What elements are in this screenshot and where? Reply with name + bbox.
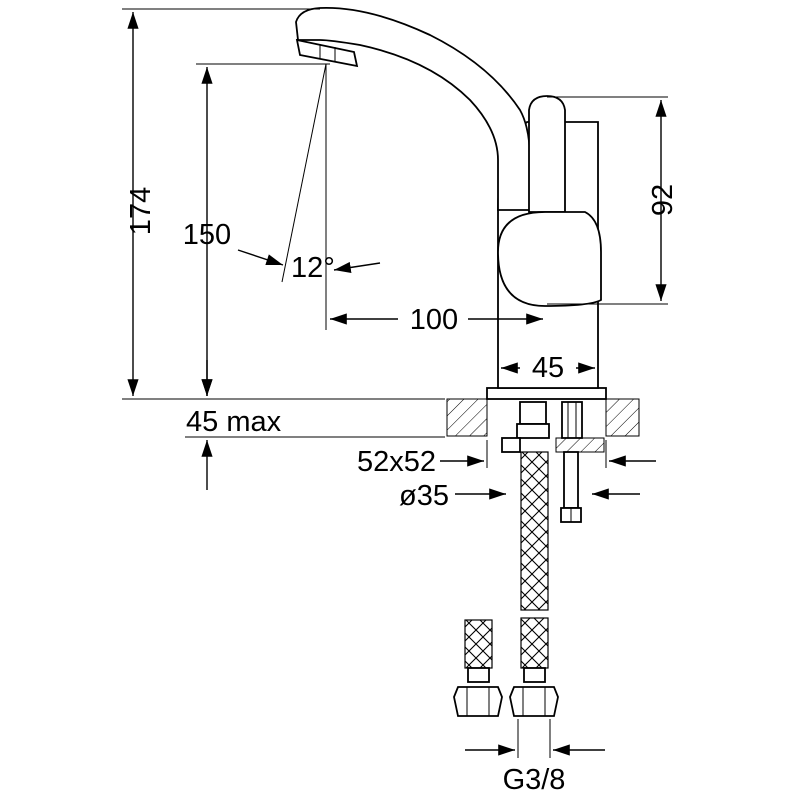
faucet — [295, 6, 607, 400]
dim-hole-diameter: ø35 — [399, 480, 449, 512]
dimension-lines — [122, 8, 668, 758]
dim-spout-height: 150 — [183, 219, 231, 251]
dim-spout-reach: 100 — [410, 304, 458, 336]
supply-hose-short — [453, 619, 503, 717]
supply-hose-long — [509, 451, 559, 717]
dim-connection-thread: G3/8 — [503, 764, 566, 796]
mounting-hardware — [501, 401, 605, 523]
base-plate — [486, 387, 607, 400]
handle-lever — [528, 95, 566, 213]
dim-base-plate: 52x52 — [357, 446, 436, 478]
spout — [295, 6, 531, 211]
dim-max-deck-thickness: 45 max — [186, 406, 282, 438]
dim-spout-angle: 12° — [291, 252, 335, 284]
dim-handle-height: 92 — [647, 184, 679, 216]
handle-cartridge — [497, 211, 602, 307]
dim-body-diameter: 45 — [532, 352, 564, 384]
dim-total-height: 174 — [125, 187, 157, 235]
